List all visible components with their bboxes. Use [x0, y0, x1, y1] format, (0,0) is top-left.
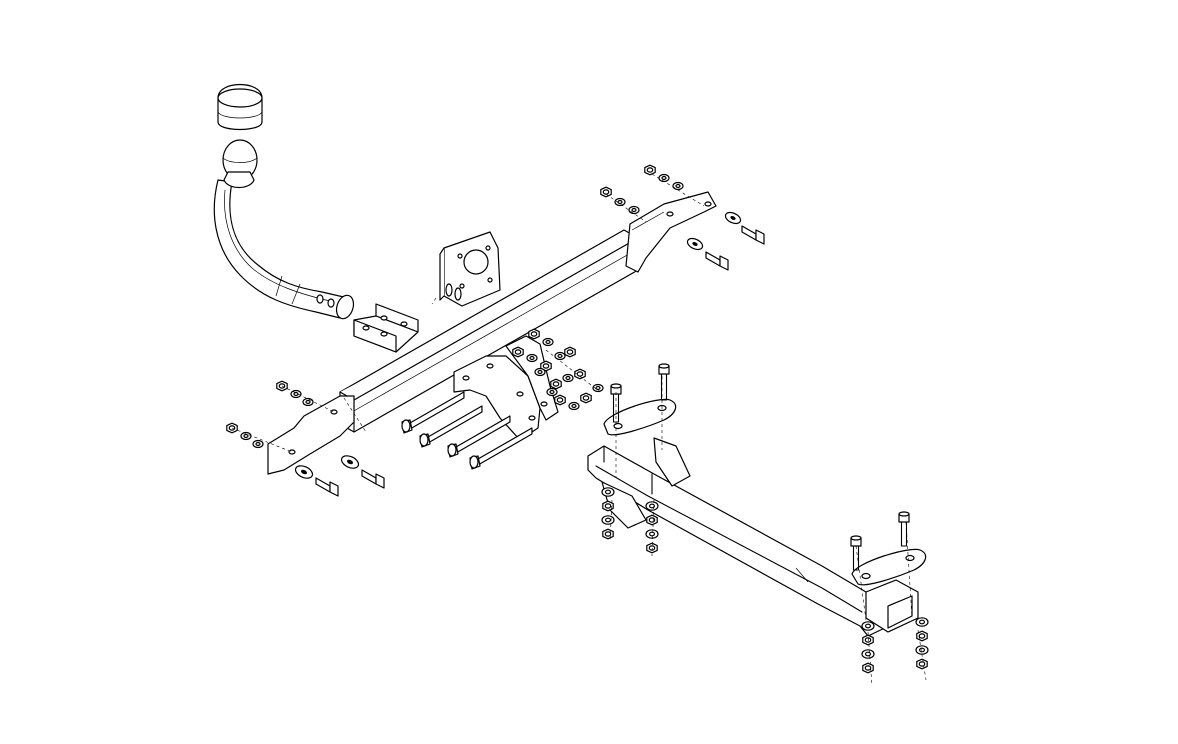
washer	[601, 515, 615, 525]
bolt	[705, 251, 729, 271]
washer	[534, 367, 546, 377]
washer	[294, 465, 314, 479]
nut	[574, 368, 586, 380]
washer	[614, 197, 626, 207]
washer	[645, 529, 659, 539]
long-bolt	[469, 427, 533, 470]
left-side-bracket	[267, 395, 367, 475]
nut	[540, 360, 552, 372]
nut	[550, 378, 562, 390]
long-bolts	[401, 391, 533, 470]
nut	[646, 514, 658, 526]
washer	[554, 351, 566, 361]
right-side-bracket	[625, 191, 717, 273]
washer	[915, 617, 929, 627]
nut	[564, 346, 576, 358]
mounting-plate-rear	[851, 548, 927, 586]
tow-ball-neck	[213, 179, 355, 320]
washer	[240, 431, 252, 441]
washer	[252, 439, 264, 449]
washer	[658, 173, 670, 183]
long-bolt	[419, 405, 483, 448]
washer	[628, 205, 640, 215]
tow-ball-cap	[217, 84, 263, 131]
washer	[861, 621, 875, 631]
bolt	[315, 477, 339, 497]
washer	[724, 211, 742, 225]
leader-lines	[231, 173, 927, 687]
washer	[542, 337, 554, 347]
tow-ball	[222, 139, 258, 189]
nut	[580, 392, 592, 404]
washer	[645, 501, 659, 511]
bolt	[658, 363, 670, 401]
center-mount-plate	[453, 335, 559, 441]
nut	[554, 394, 566, 406]
side-member-rail	[587, 437, 919, 637]
nut	[528, 328, 540, 340]
washer	[568, 401, 580, 411]
nut	[512, 346, 524, 358]
washer	[526, 353, 538, 363]
main-crossbar	[339, 229, 639, 433]
long-bolt	[447, 415, 511, 458]
clamp-plates	[353, 303, 419, 353]
washer	[302, 397, 314, 407]
electrical-socket-bracket	[431, 231, 501, 307]
washer	[686, 237, 704, 251]
washer	[546, 387, 558, 397]
nut	[862, 662, 874, 674]
mounting-plate-front	[603, 398, 677, 436]
washer	[915, 645, 929, 655]
long-bolt	[401, 391, 465, 434]
bolt	[850, 535, 862, 571]
nut	[916, 658, 928, 670]
washer	[562, 373, 574, 383]
nut	[644, 164, 656, 176]
nut	[862, 634, 874, 646]
washer	[672, 181, 684, 191]
nut	[600, 186, 612, 198]
washer	[601, 487, 615, 497]
nut	[602, 528, 614, 540]
bolt	[898, 511, 910, 547]
washer	[861, 649, 875, 659]
washer	[290, 389, 302, 399]
bolt	[741, 225, 765, 245]
bolt	[361, 469, 385, 489]
washer	[592, 383, 604, 393]
washer	[340, 455, 360, 469]
nut	[602, 500, 614, 512]
